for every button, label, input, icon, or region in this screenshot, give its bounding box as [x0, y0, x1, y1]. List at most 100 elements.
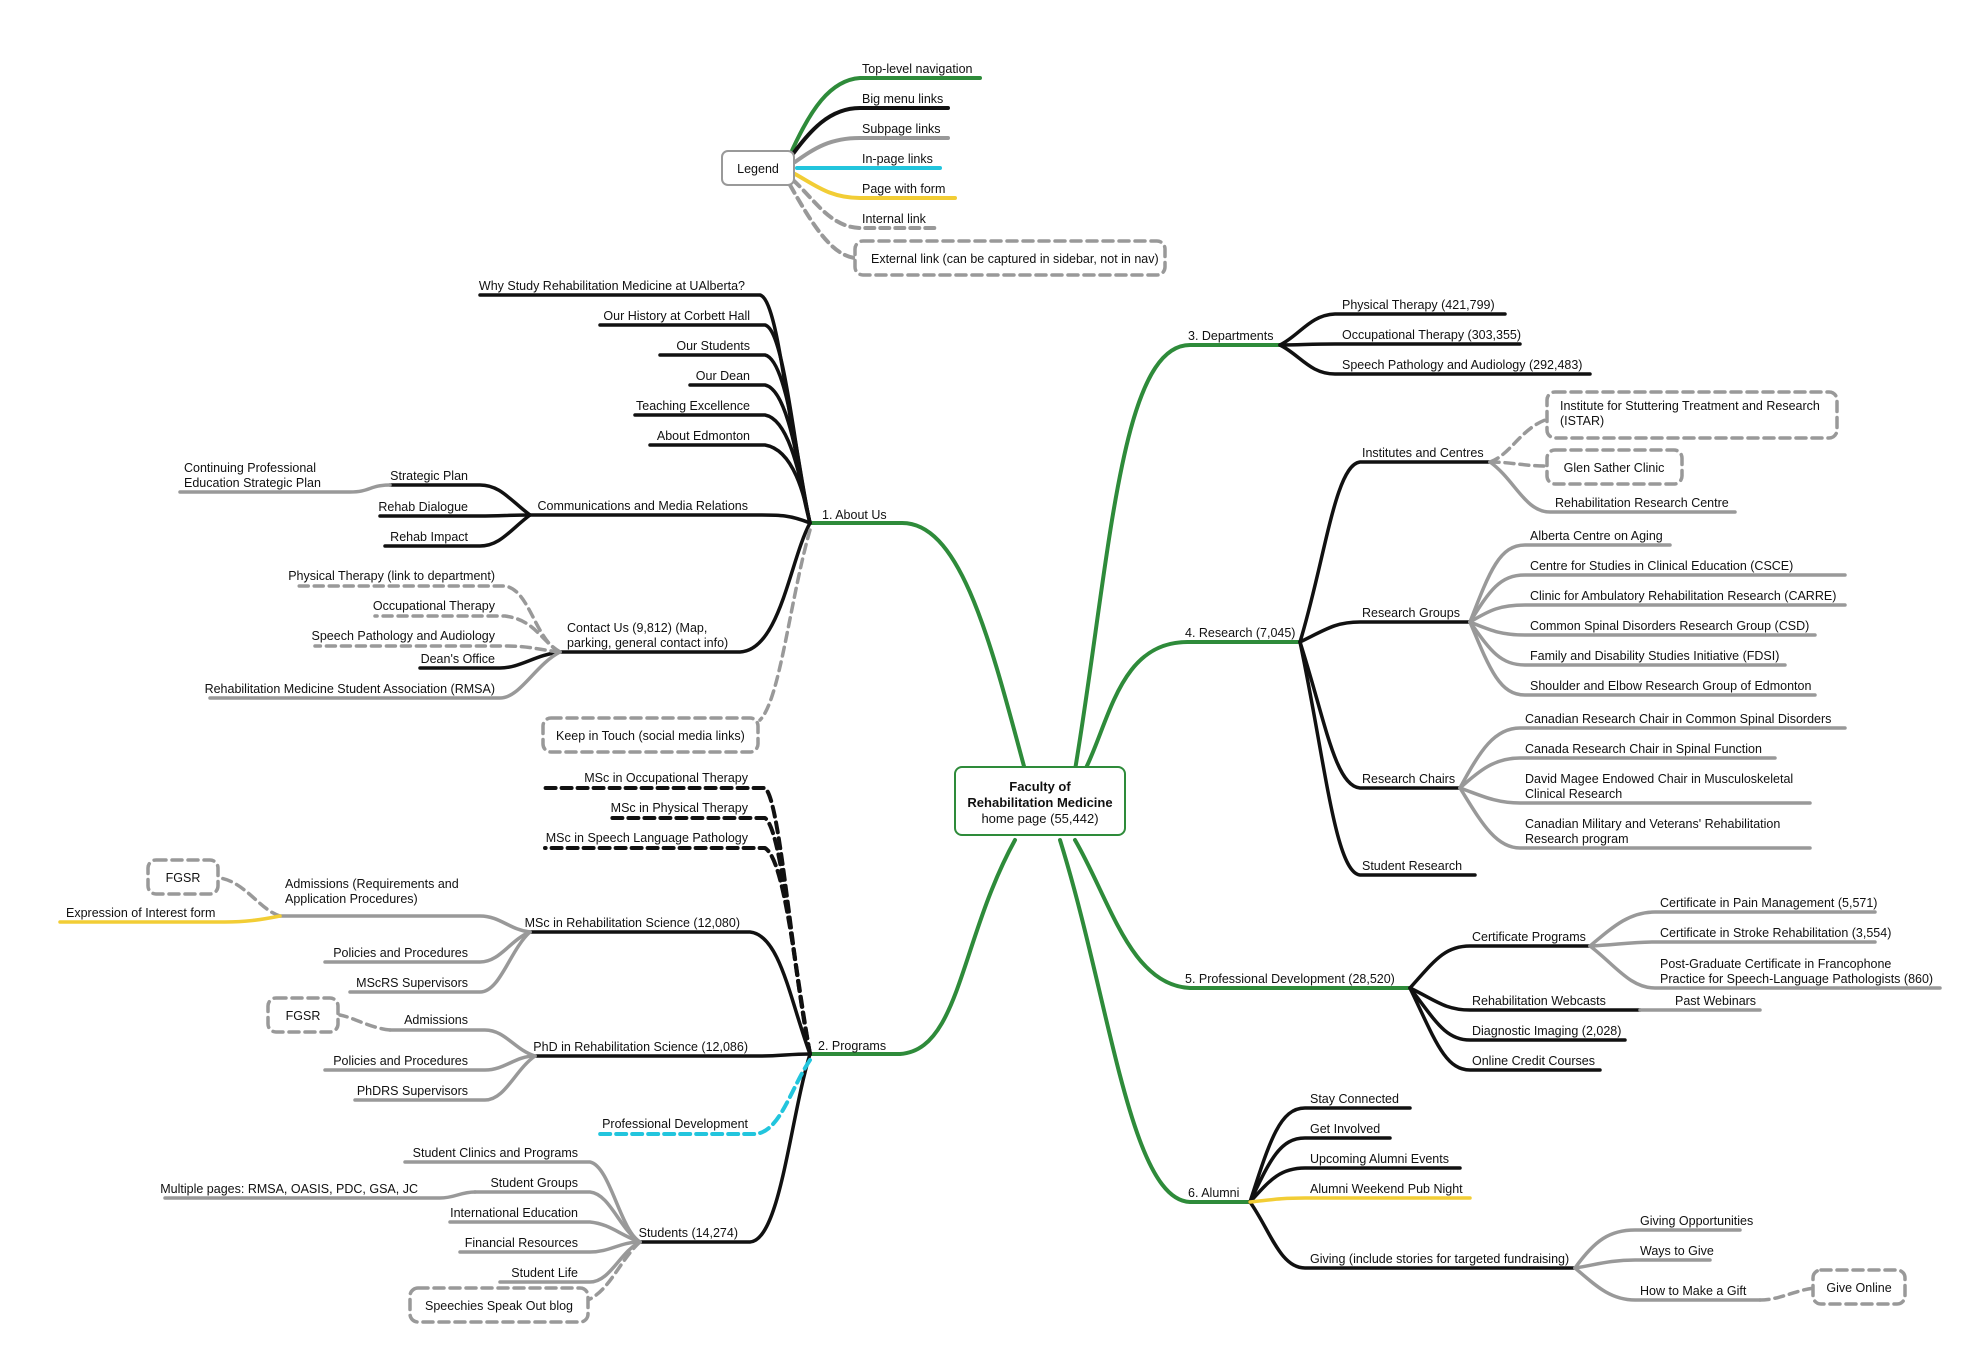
student-life-label: Student Life — [511, 1266, 578, 1280]
line-phd-admissions — [388, 1028, 537, 1058]
msc-fgsr-box — [146, 858, 220, 896]
phd-fgsr-box — [266, 996, 340, 1034]
alumni-events-label: Upcoming Alumni Events — [1310, 1152, 1449, 1166]
our-students-label: Our Students — [676, 339, 750, 353]
line-institutes — [1298, 460, 1492, 644]
msc-rs-label: MSc in Rehabilitation Science (12,080) — [525, 916, 740, 930]
branch-programs — [808, 838, 1017, 1056]
research-chairs-label: Research Chairs — [1362, 772, 1455, 786]
branch-alumni — [1058, 838, 1252, 1204]
line-how-to-give — [1573, 1266, 1762, 1302]
line-msc-admissions — [278, 914, 532, 934]
branch-about-us — [808, 520, 1027, 772]
legend-line-top-level — [788, 76, 982, 157]
contact-pt-label: Physical Therapy (link to department) — [288, 569, 495, 583]
research-branches — [1298, 460, 1492, 877]
programs-big-menu — [528, 930, 812, 1244]
line-programs-prof-dev — [598, 1058, 812, 1136]
root-title-line2: Rehabilitation Medicine — [967, 795, 1112, 810]
why-study-label: Why Study Rehabilitation Medicine at UAl… — [479, 279, 745, 293]
branch-departments — [1073, 343, 1282, 772]
fdsi-label: Family and Disability Studies Initiative… — [1530, 649, 1779, 663]
line-magee — [1458, 786, 1812, 805]
msc-fgsr-label: FGSR — [166, 871, 201, 885]
line-get-involved — [1248, 1136, 1392, 1204]
line-fdsi — [1468, 620, 1787, 667]
deans-office-label: Dean's Office — [421, 652, 495, 666]
programs-label: 2. Programs — [818, 1039, 886, 1053]
line-contact — [558, 521, 812, 654]
line-ways-to-give — [1573, 1258, 1712, 1270]
istar-label-line2: (ISTAR) — [1560, 414, 1604, 428]
line-keep-in-touch — [758, 528, 812, 722]
online-courses-label: Online Credit Courses — [1472, 1054, 1595, 1068]
student-groups-label: Student Groups — [490, 1176, 578, 1190]
magee-chair-label-line1: David Magee Endowed Chair in Musculoskel… — [1525, 772, 1793, 786]
phd-policies-label: Policies and Procedures — [333, 1054, 468, 1068]
line-csce — [1468, 573, 1847, 624]
branch-prof-dev — [1073, 838, 1412, 990]
cpe-plan-label-line2: Education Strategic Plan — [184, 476, 321, 490]
line-phd-rs — [533, 1052, 812, 1058]
line-msc-supervisors — [348, 930, 532, 994]
legend-label-subpage: Subpage links — [862, 122, 941, 136]
glen-box — [1545, 448, 1684, 486]
past-webinars-label: Past Webinars — [1675, 994, 1756, 1008]
how-to-give-label: How to Make a Gift — [1640, 1284, 1747, 1298]
eoi-form-label: Expression of Interest form — [66, 906, 215, 920]
line-msc-fgsr — [218, 876, 282, 918]
legend-label-in-page: In-page links — [862, 152, 933, 166]
spinal-chair-label: Canada Research Chair in Spinal Function — [1525, 742, 1762, 756]
keep-in-touch-box — [541, 716, 760, 754]
history-label: Our History at Corbett Hall — [603, 309, 750, 323]
phd-rs-label: PhD in Rehabilitation Science (12,086) — [533, 1040, 748, 1054]
research-internal-lines — [1488, 418, 1547, 468]
line-students — [638, 1052, 812, 1244]
prof-dev-branches — [1408, 944, 1642, 1072]
line-dept-ot — [1278, 342, 1522, 347]
line-dept-pt — [1278, 312, 1507, 347]
line-csd-chair — [1458, 726, 1847, 790]
line-student-research — [1298, 640, 1477, 877]
shoulder-label: Shoulder and Elbow Research Group of Edm… — [1530, 679, 1811, 693]
alumni-subpage-lines — [1573, 1228, 1762, 1302]
istar-label-line1: Institute for Stuttering Treatment and R… — [1560, 399, 1820, 413]
legend-label-form: Page with form — [862, 182, 945, 196]
line-military — [1458, 786, 1812, 850]
cpe-plan-label-line1: Continuing Professional — [184, 461, 316, 475]
get-involved-label: Get Involved — [1310, 1122, 1380, 1136]
dept-slp-label: Speech Pathology and Audiology (292,483) — [1342, 358, 1582, 372]
line-giving-opportunities — [1573, 1228, 1742, 1270]
legend-lines — [788, 76, 982, 260]
student-research-label: Student Research — [1362, 859, 1462, 873]
line-give-online — [1758, 1286, 1817, 1302]
dept-ot-label: Occupational Therapy (303,355) — [1342, 328, 1521, 342]
programs-prof-dev-label: Professional Development — [602, 1117, 748, 1131]
line-strategic-plan — [388, 483, 532, 517]
csce-label: Centre for Studies in Clinical Education… — [1530, 559, 1793, 573]
line-csd — [1468, 620, 1817, 637]
programs-internal-lines — [218, 876, 642, 1302]
blog-box — [408, 1286, 590, 1324]
rmsa-label: Rehabilitation Medicine Student Associat… — [205, 682, 495, 696]
giving-opportunities-label: Giving Opportunities — [1640, 1214, 1753, 1228]
line-online-courses — [1408, 986, 1602, 1072]
line-edmonton — [648, 443, 812, 525]
about-us-label: 1. About Us — [822, 508, 887, 522]
legend-label-external: External link (can be captured in sideba… — [871, 252, 1159, 266]
line-rehab-impact — [383, 513, 532, 548]
about-us-branches — [378, 293, 812, 670]
line-shoulder — [1468, 620, 1817, 697]
give-online-label: Give Online — [1826, 1281, 1891, 1295]
msc-policies-label: Policies and Procedures — [333, 946, 468, 960]
francophone-label-line1: Post-Graduate Certificate in Francophone — [1660, 957, 1891, 971]
line-msc-slp — [543, 846, 812, 1056]
line-communications — [528, 513, 812, 525]
istar-box — [1545, 390, 1839, 440]
giving-label: Giving (include stories for targeted fun… — [1310, 1252, 1569, 1266]
contact-label-line1: Contact Us (9,812) (Map, — [567, 621, 707, 635]
line-research-chairs — [1298, 640, 1462, 790]
legend-line-external — [788, 183, 857, 260]
line-contact-slp — [313, 644, 562, 654]
